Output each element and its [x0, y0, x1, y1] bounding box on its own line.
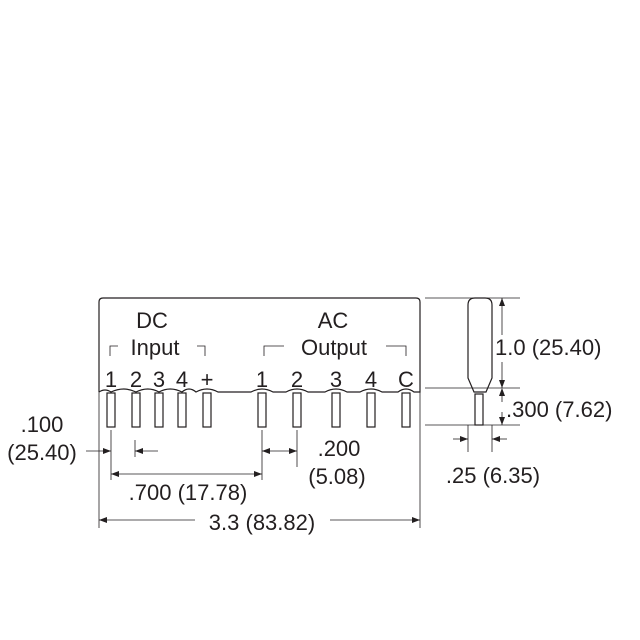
pin-output-3: [331, 392, 341, 428]
overall-length-dim: 3.3 (83.82): [209, 510, 315, 535]
module-body-outline: [98, 297, 421, 393]
ac-label: AC: [318, 308, 349, 333]
pin-input-2: [131, 392, 141, 428]
pin-input-3: [154, 392, 164, 428]
pin-input-+: [202, 392, 212, 428]
pin-offset-dim: .100: [21, 412, 64, 437]
pin-offset-mm-dim: (25.40): [7, 440, 77, 465]
pin-output-C: [401, 392, 411, 428]
group-gap-dim: .700 (17.78): [129, 480, 248, 505]
pin-label-input-4: 4: [176, 367, 188, 392]
pin-label-output-2: 2: [291, 367, 303, 392]
pitch-dim: .200: [318, 436, 361, 461]
pin-input-4: [177, 392, 187, 428]
pitch-mm-dim: (5.08): [308, 464, 365, 489]
output-label: Output: [301, 335, 367, 360]
pin-output-2: [292, 392, 302, 428]
pin-label-output-1: 1: [256, 367, 268, 392]
pin-label-input-2: 2: [130, 367, 142, 392]
side-view-body: [467, 297, 493, 393]
thickness-dim: .25 (6.35): [446, 463, 540, 488]
input-label: Input: [131, 335, 180, 360]
pin-label-output-3: 3: [330, 367, 342, 392]
pin-output-1: [257, 392, 267, 428]
pin-label-output-C: C: [398, 367, 414, 392]
pin-output-4: [366, 392, 376, 428]
pin-label-input-1: 1: [105, 367, 117, 392]
pin-label-output-4: 4: [365, 367, 377, 392]
pin-label-input-3: 3: [153, 367, 165, 392]
pins: [106, 392, 411, 428]
output-bracket: [263, 345, 407, 356]
pin-label-input-+: +: [201, 367, 214, 392]
pin-input-1: [106, 392, 116, 428]
arrowheads: [99, 298, 505, 523]
height-dim: 1.0 (25.40): [495, 335, 601, 360]
input-bracket: [109, 345, 206, 356]
side-view-pin: [474, 393, 484, 426]
dc-label: DC: [136, 308, 168, 333]
pin-length-dim: .300 (7.62): [506, 397, 612, 422]
